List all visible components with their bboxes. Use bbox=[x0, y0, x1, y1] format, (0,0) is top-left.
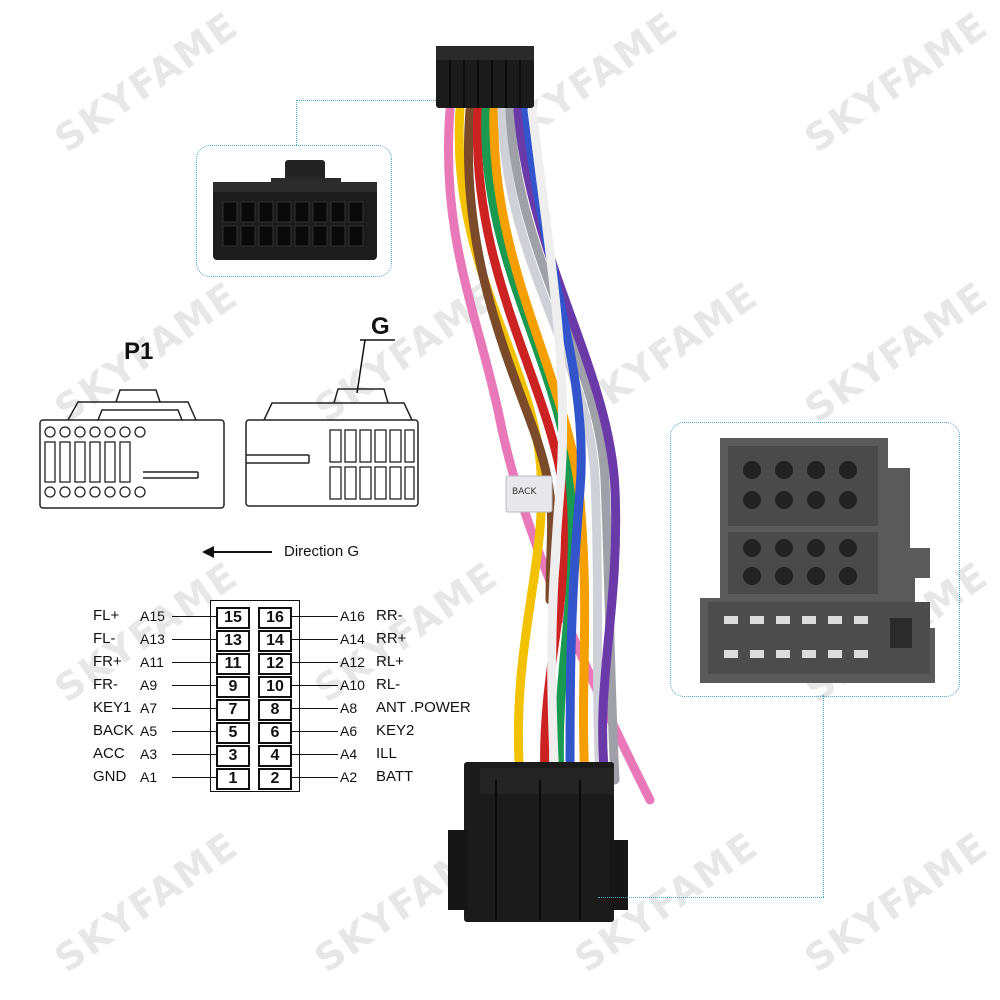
pin-connector-line bbox=[172, 685, 216, 686]
pin-connector-line bbox=[172, 777, 216, 778]
pin-name-right: RL+ bbox=[376, 653, 404, 670]
pin-connector-line bbox=[292, 754, 338, 755]
pin-name-left: KEY1 bbox=[93, 699, 132, 716]
pin-code-left: A9 bbox=[140, 677, 158, 693]
direction-arrow-icon bbox=[202, 546, 272, 558]
plug-photo bbox=[213, 160, 377, 260]
pin-number-box: 8 bbox=[258, 699, 292, 721]
pin-name-left: ACC bbox=[93, 745, 125, 762]
pin-name-left: FL+ bbox=[93, 607, 120, 624]
pin-code-left: A13 bbox=[140, 631, 165, 647]
pin-code-left: A5 bbox=[140, 723, 158, 739]
pin-number-box: 3 bbox=[216, 745, 250, 767]
pin-code-right: A10 bbox=[340, 677, 365, 693]
pinout-frame bbox=[210, 600, 300, 792]
pin-connector-line bbox=[292, 639, 338, 640]
pin-connector-line bbox=[172, 731, 216, 732]
pin-connector-line bbox=[292, 616, 338, 617]
pin-number-box: 9 bbox=[216, 676, 250, 698]
pin-name-right: ANT .POWER bbox=[376, 699, 471, 716]
pin-number-box: 7 bbox=[216, 699, 250, 721]
pin-name-right: RR+ bbox=[376, 630, 407, 647]
callout-box-plug-photo bbox=[196, 145, 392, 277]
pin-number-box: 16 bbox=[258, 607, 292, 629]
pin-code-right: A8 bbox=[340, 700, 358, 716]
pin-code-right: A16 bbox=[340, 608, 365, 624]
pin-code-left: A7 bbox=[140, 700, 158, 716]
pin-name-left: FR+ bbox=[93, 653, 122, 670]
harness-wire bbox=[527, 105, 568, 785]
harness-wire bbox=[505, 105, 620, 785]
connector-label-p1: P1 bbox=[124, 338, 154, 365]
pin-name-left: FR- bbox=[93, 676, 118, 693]
watermark-text: SKYFAME bbox=[46, 822, 247, 982]
pin-number-box: 15 bbox=[216, 607, 250, 629]
watermark-text: SKYFAME bbox=[796, 272, 997, 432]
g-pointer-line bbox=[356, 339, 395, 394]
pin-code-right: A14 bbox=[340, 631, 365, 647]
iso-connector-photo bbox=[700, 438, 935, 683]
direction-label: Direction G bbox=[284, 543, 360, 560]
wiring-harness: BACK bbox=[436, 46, 655, 922]
pin-name-right: KEY2 bbox=[376, 722, 415, 739]
pin-name-left: BACK bbox=[93, 722, 134, 739]
harness-wire bbox=[497, 105, 605, 785]
g-connector-drawing bbox=[245, 388, 419, 507]
pin-code-right: A4 bbox=[340, 746, 358, 762]
leader-line-bottom-h bbox=[598, 897, 824, 898]
connector-label-g: G bbox=[371, 313, 390, 340]
pin-number-box: 13 bbox=[216, 630, 250, 652]
pin-code-right: A12 bbox=[340, 654, 365, 670]
pin-code-left: A11 bbox=[140, 654, 164, 670]
pin-number-box: 5 bbox=[216, 722, 250, 744]
pin-connector-line bbox=[172, 662, 216, 663]
pin-name-right: ILL bbox=[376, 745, 397, 762]
pin-connector-line bbox=[292, 685, 338, 686]
pin-connector-line bbox=[172, 616, 216, 617]
pin-number-box: 11 bbox=[216, 653, 250, 675]
p1-connector-drawing bbox=[39, 389, 225, 509]
pin-number-box: 4 bbox=[258, 745, 292, 767]
pin-name-left: FL- bbox=[93, 630, 116, 647]
leader-line-bottom-v bbox=[823, 695, 824, 897]
pin-number-box: 14 bbox=[258, 630, 292, 652]
pin-name-right: RL- bbox=[376, 676, 401, 693]
pin-connector-line bbox=[172, 708, 216, 709]
pin-connector-line bbox=[292, 708, 338, 709]
wire-tag-label: BACK bbox=[512, 487, 537, 497]
watermark-text: SKYFAME bbox=[796, 2, 997, 162]
pin-code-left: A3 bbox=[140, 746, 158, 762]
leader-line-top-v bbox=[296, 100, 297, 145]
pin-name-right: RR- bbox=[376, 607, 403, 624]
pin-connector-line bbox=[172, 754, 216, 755]
pin-code-right: A6 bbox=[340, 723, 358, 739]
pin-name-right: BATT bbox=[376, 768, 414, 785]
harness-wire bbox=[481, 105, 577, 785]
pin-code-left: A1 bbox=[140, 769, 158, 785]
pin-connector-line bbox=[292, 662, 338, 663]
pin-number-box: 12 bbox=[258, 653, 292, 675]
pin-number-box: 6 bbox=[258, 722, 292, 744]
callout-box-iso-photo bbox=[670, 422, 960, 697]
pin-connector-line bbox=[172, 639, 216, 640]
pin-name-left: GND bbox=[93, 768, 127, 785]
pin-number-box: 2 bbox=[258, 768, 292, 790]
pin-number-box: 1 bbox=[216, 768, 250, 790]
watermark-text: SKYFAME bbox=[796, 822, 997, 982]
leader-line-top-h bbox=[296, 100, 436, 101]
pin-number-box: 10 bbox=[258, 676, 292, 698]
harness-wire bbox=[463, 105, 557, 605]
watermark-text: SKYFAME bbox=[46, 2, 247, 162]
pin-connector-line bbox=[292, 777, 338, 778]
pin-connector-line bbox=[292, 731, 338, 732]
pin-code-left: A15 bbox=[140, 608, 165, 624]
pin-code-right: A2 bbox=[340, 769, 358, 785]
